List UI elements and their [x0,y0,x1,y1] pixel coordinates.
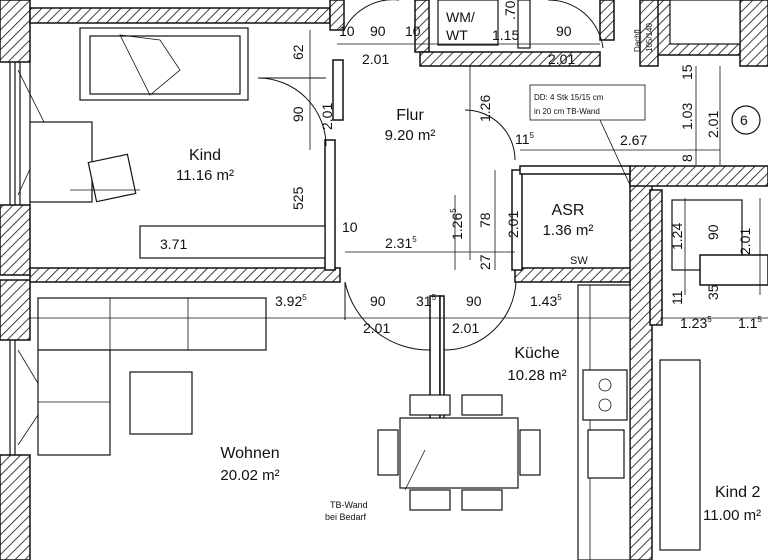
dim-label: 525 [290,186,306,210]
dim-label: 11 [669,290,685,305]
dim-label: 1.15 [492,27,519,43]
dim-label: 1.26 [477,95,493,122]
dim-label: 1.24 [669,223,685,250]
dim-label: 27 [477,254,493,270]
room-area-wohnen: 20.02 m² [220,467,279,484]
doors [257,0,604,351]
dim-label: 90 [290,106,306,122]
note-dach: 105/140 [645,23,654,52]
dim-label: 1.435 [530,293,562,309]
room-name-wohnen: Wohnen [220,445,279,462]
dim-label: 1.235 [680,315,712,331]
dim-label: 78 [477,212,493,228]
dim-label: 35 [705,284,721,300]
dim-label: 10 [342,219,358,235]
dim-label: WM/ [446,9,475,25]
kind-furniture [29,27,326,259]
dim-label: 6 [740,112,748,128]
room-name-kind: Kind [189,147,221,164]
dim-label: 90 [556,23,572,39]
wm-room [437,0,741,49]
note-tb-wand: bei Bedarf [325,512,367,522]
wohnen-furniture [37,297,541,511]
note-dd: in 20 cm TB-Wand [534,107,600,116]
dim-label: 90 [705,224,721,240]
dim-label: WT [446,27,468,43]
plan-notes: DD: 4 Stk 15/15 cm in 20 cm TB-Wand SW T… [325,23,654,522]
dim-label: 2.67 [620,132,647,148]
dim-label: 3.71 [160,236,187,252]
room-name-asr: ASR [552,202,585,219]
room-area-kueche: 10.28 m² [507,367,566,384]
dim-label: 10 [339,23,355,39]
dim-label: 62 [290,44,306,60]
dim-label: 2.01 [362,51,389,67]
dimension-labels: 10 90 10 2.01 WM/ WT 1.15 .70 90 2.01 62… [160,0,762,336]
dim-label: 2.01 [548,51,575,67]
windows [9,62,49,455]
dim-label: 2.01 [705,111,721,138]
room-name-kueche: Küche [514,345,559,362]
note-dach: Dachfl [633,29,642,52]
dim-label: 315 [416,293,437,309]
room-area-kind2: 11.00 m² [703,507,761,524]
dim-label: .70 [502,0,518,20]
right-rooms [659,105,768,551]
dim-label: 90 [370,23,386,39]
room-name-kind2: Kind 2 [715,484,760,501]
dim-label: 3.925 [275,293,307,309]
room-area-flur: 9.20 m² [385,127,436,144]
dim-label: 15 [679,64,695,80]
dim-label: 10 [405,23,421,39]
kitchen-counter [577,284,631,560]
dim-label: 90 [466,293,482,309]
dim-label: 1.265 [449,208,465,240]
dimension-lines [30,30,768,491]
room-name-flur: Flur [396,107,424,124]
dim-label: 1.15 [738,315,762,331]
room-labels: Kind 11.16 m² Flur 9.20 m² ASR 1.36 m² K… [176,107,761,524]
note-dd: DD: 4 Stk 15/15 cm [534,93,604,102]
dim-label: 2.01 [319,103,335,130]
dim-label: 1.03 [679,103,695,130]
dim-label: 2.01 [363,320,390,336]
note-sw: SW [570,255,588,267]
dim-label: 90 [370,293,386,309]
room-area-kind: 11.16 m² [176,167,234,184]
dim-label: 2.01 [737,228,753,255]
dim-label: 2.01 [452,320,479,336]
dim-label: 2.315 [385,235,417,251]
dim-label: 8 [679,154,695,162]
dim-label: 2.01 [505,211,521,238]
note-tb-wand: TB-Wand [330,500,368,510]
room-area-asr: 1.36 m² [543,222,594,239]
dim-label: 115 [515,131,535,147]
